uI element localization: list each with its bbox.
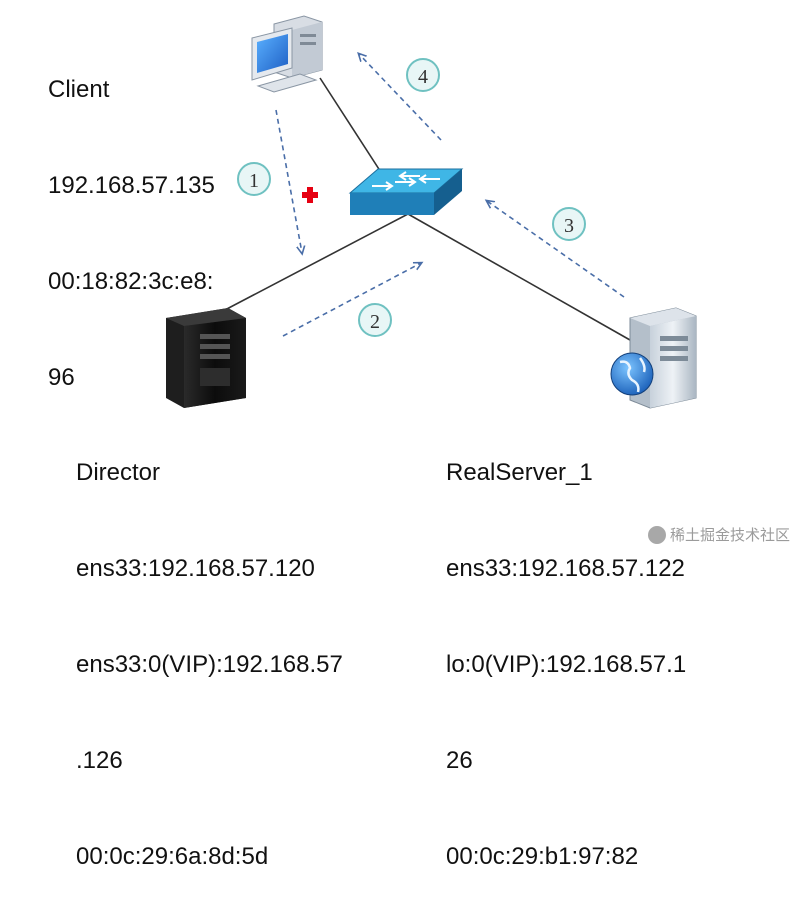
step-marker-3: 3 [552,207,586,241]
arrow-step-1 [275,109,302,253]
step-number-3: 3 [564,215,574,237]
realserver-label: RealServer_1 ens33:192.168.57.122 lo:0(V… [446,393,686,905]
client-mac-line2: 96 [48,364,75,391]
arrow-step-2 [282,263,421,337]
watermark: 稀土掘金技术社区 [647,524,790,545]
step-marker-2: 2 [358,303,392,337]
step-number-1: 1 [249,170,259,192]
realserver-line2: lo:0(VIP):192.168.57.1 [446,651,687,678]
network-switch-icon [348,168,464,215]
realserver-name: RealServer_1 [446,459,593,486]
red-cross-icon [302,187,318,203]
director-label: Director ens33:192.168.57.120 ens33:0(VI… [76,393,343,905]
watermark-text: 稀土掘金技术社区 [669,527,790,544]
step-number-4: 4 [418,66,428,88]
link-switch-realserver [407,213,631,341]
arrow-step-3 [487,201,625,298]
realserver-line3: 26 [446,747,473,774]
arrow-step-4 [359,54,442,141]
web-server-icon [610,307,697,409]
realserver-line4: 00:0c:29:b1:97:82 [446,843,639,870]
client-ip: 192.168.57.135 [48,172,215,199]
director-name: Director [76,459,161,486]
watermark-logo-icon [647,525,666,544]
step-marker-1: 1 [237,162,271,196]
director-line3: .126 [76,747,123,774]
client-label: Client 192.168.57.135 00:18:82:3c:e8: 96 [48,10,215,426]
desktop-computer-icon [251,15,323,93]
lvs-dr-diagram: 1 2 3 4 [166,15,697,409]
link-director-switch [201,213,409,323]
realserver-line1: ens33:192.168.57.122 [446,555,685,582]
server-tower-icon [166,308,246,408]
step-number-2: 2 [370,311,380,333]
director-line4: 00:0c:29:6a:8d:5d [76,843,269,870]
director-line1: ens33:192.168.57.120 [76,555,315,582]
client-mac-line1: 00:18:82:3c:e8: [48,268,214,295]
director-line2: ens33:0(VIP):192.168.57 [76,651,343,678]
client-name: Client [48,76,110,103]
step-marker-4: 4 [406,58,440,92]
